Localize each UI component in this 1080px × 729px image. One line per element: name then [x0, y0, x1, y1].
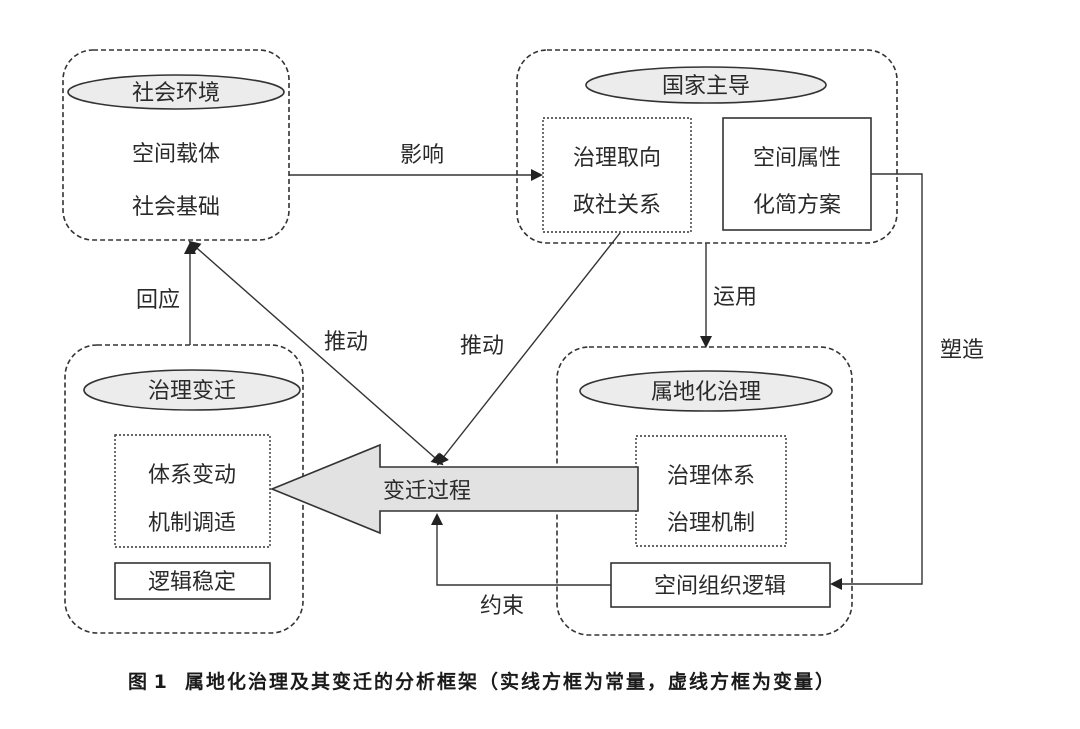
constant-box: [114, 562, 271, 600]
variable-box: [114, 434, 271, 548]
item-label: 空间属性: [753, 146, 841, 171]
item-label: 治理体系: [667, 464, 755, 489]
item-label: 逻辑稳定: [148, 570, 236, 595]
edge-push-left-head: [188, 240, 202, 254]
group-title: 社会环境: [132, 81, 220, 106]
big-arrow-shape: [269, 443, 639, 535]
item-label: 化简方案: [753, 193, 841, 218]
figure-number: 图 1: [128, 671, 167, 693]
group-social-environment: 社会环境 空间载体 社会基础: [62, 49, 290, 241]
figure-caption: 属地化治理及其变迁的分析框架（实线方框为常量，虚线方框为变量）: [185, 670, 836, 693]
edge-label-respond: 回应: [136, 288, 180, 313]
group-title: 治理变迁: [148, 379, 236, 404]
group-state-led: 国家主导 治理取向 政社关系 空间属性 化简方案: [516, 49, 898, 244]
item-label: 机制调适: [148, 511, 236, 536]
edge-label-push-right: 推动: [460, 334, 504, 359]
item-label: 治理机制: [667, 511, 755, 536]
group-title-ellipse: [83, 369, 301, 411]
item-label: 空间载体: [132, 142, 220, 167]
group-border: [516, 49, 898, 244]
group-territorial-governance: 属地化治理 治理体系 治理机制 空间组织逻辑: [556, 346, 853, 636]
group-governance-change: 治理变迁 体系变动 机制调适 逻辑稳定: [64, 344, 304, 634]
item-label: 空间组织逻辑: [654, 574, 786, 599]
edge-label-shape: 塑造: [940, 338, 984, 363]
group-title: 国家主导: [662, 74, 750, 99]
item-label: 体系变动: [148, 463, 236, 488]
edge-label-constrain: 约束: [480, 594, 524, 619]
item-label: 社会基础: [132, 195, 220, 220]
variable-box: [542, 117, 692, 233]
edge-shape: [830, 173, 923, 590]
edge-push-right: [436, 232, 621, 466]
group-border: [62, 49, 290, 241]
edge-push-left: [189, 241, 444, 466]
edge-label-push-left: 推动: [324, 330, 368, 355]
group-title: 属地化治理: [651, 380, 761, 405]
group-title-ellipse: [579, 370, 833, 412]
group-title-ellipse: [67, 74, 285, 110]
item-label: 治理取向: [573, 146, 661, 171]
edge-constrain: [431, 513, 611, 586]
edge-label-influence: 影响: [400, 143, 444, 168]
change-process-arrow: 变迁过程: [269, 443, 639, 535]
item-label: 政社关系: [573, 193, 661, 218]
group-title-ellipse: [585, 66, 827, 104]
big-arrow-label: 变迁过程: [383, 479, 471, 504]
edge-label-apply: 运用: [713, 285, 757, 310]
